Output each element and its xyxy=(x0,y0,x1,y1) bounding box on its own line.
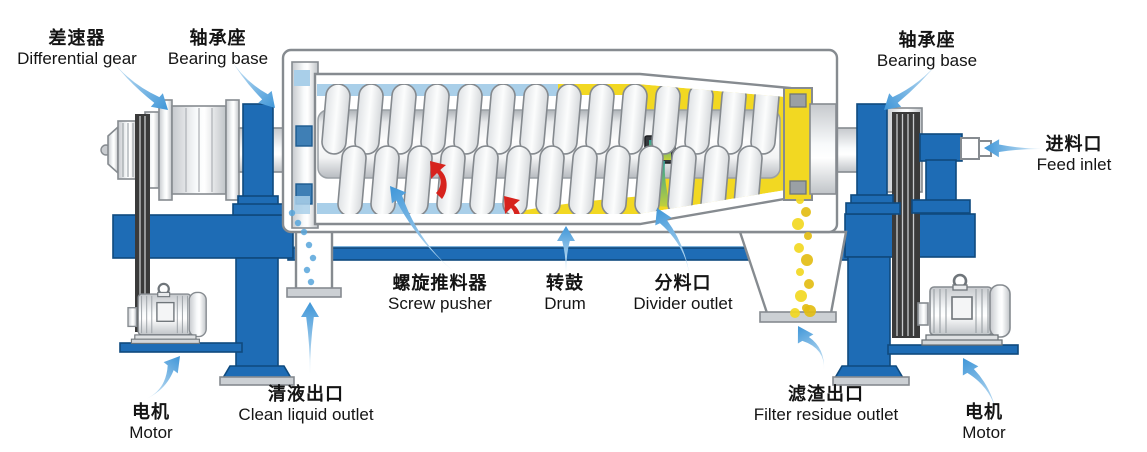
label-bearing-base-left: 轴承座 Bearing base xyxy=(168,28,268,69)
pointer-arrow xyxy=(110,58,168,110)
liquid-drops xyxy=(288,209,317,286)
label-filter-residue-outlet: 滤渣出口 Filter residue outlet xyxy=(754,384,899,425)
belt-right xyxy=(892,112,920,338)
label-zh: 清液出口 xyxy=(268,384,344,404)
label-zh: 转鼓 xyxy=(546,273,584,293)
label-en: Screw pusher xyxy=(388,294,492,314)
label-en: Bearing base xyxy=(167,49,269,69)
label-zh: 滤渣出口 xyxy=(787,384,864,404)
pointer-arrow xyxy=(655,208,690,278)
label-en: Differential gear xyxy=(17,49,137,69)
screw-flights xyxy=(321,84,780,214)
label-screw-pusher: 螺旋推料器 Screw pusher xyxy=(388,273,492,314)
label-motor-right: 电机 Motor xyxy=(962,402,1005,443)
label-divider-outlet: 分料口 Divider outlet xyxy=(633,273,732,314)
label-zh: 进料口 xyxy=(1045,134,1103,154)
label-zh: 轴承座 xyxy=(189,28,247,48)
label-en: Filter residue outlet xyxy=(753,405,899,425)
left-bearing-pedestal xyxy=(232,103,284,216)
drum-left-flange xyxy=(291,61,319,229)
drum-interior xyxy=(317,84,786,214)
solids-stream xyxy=(790,196,816,318)
label-zh: 螺旋推料器 xyxy=(392,273,488,293)
left-frame xyxy=(112,214,295,386)
motor-right xyxy=(916,273,1012,347)
label-feed-inlet: 进料口 Feed inlet xyxy=(1037,134,1112,175)
clean-liquid-spout xyxy=(286,228,342,298)
label-en: Clean liquid outlet xyxy=(238,405,374,425)
label-en: Feed inlet xyxy=(1036,155,1112,175)
label-zh: 电机 xyxy=(132,402,170,422)
label-en: Divider outlet xyxy=(633,294,733,314)
pointer-arrow xyxy=(962,358,997,416)
pointer-arrow xyxy=(557,226,575,272)
label-motor-left: 电机 Motor xyxy=(129,402,172,443)
label-bearing-base-right: 轴承座 Bearing base xyxy=(877,30,977,71)
label-zh: 轴承座 xyxy=(898,30,956,50)
label-en: Motor xyxy=(962,423,1006,443)
pointer-arrow xyxy=(390,186,457,274)
pointer-arrow xyxy=(146,356,180,399)
pointer-arrow xyxy=(301,302,319,374)
label-en: Drum xyxy=(544,294,586,314)
pointer-arrow xyxy=(230,58,275,108)
drum-right-flange xyxy=(783,87,837,201)
pointer-arrow xyxy=(984,139,1042,158)
right-frame xyxy=(832,213,1019,386)
label-en: Bearing base xyxy=(876,51,978,71)
pointer-arrow xyxy=(797,326,825,370)
pointer-arrow xyxy=(884,60,940,110)
label-zh: 电机 xyxy=(965,402,1003,422)
right-bearing-pedestal xyxy=(845,103,901,215)
label-differential-gear: 差速器 Differential gear xyxy=(17,28,137,69)
label-drum: 转鼓 Drum xyxy=(544,273,586,314)
label-clean-liquid-outlet: 清液出口 Clean liquid outlet xyxy=(238,384,373,425)
label-en: Motor xyxy=(129,423,173,443)
label-zh: 分料口 xyxy=(654,273,712,293)
label-arrows xyxy=(110,58,1042,416)
label-zh: 差速器 xyxy=(48,28,106,48)
